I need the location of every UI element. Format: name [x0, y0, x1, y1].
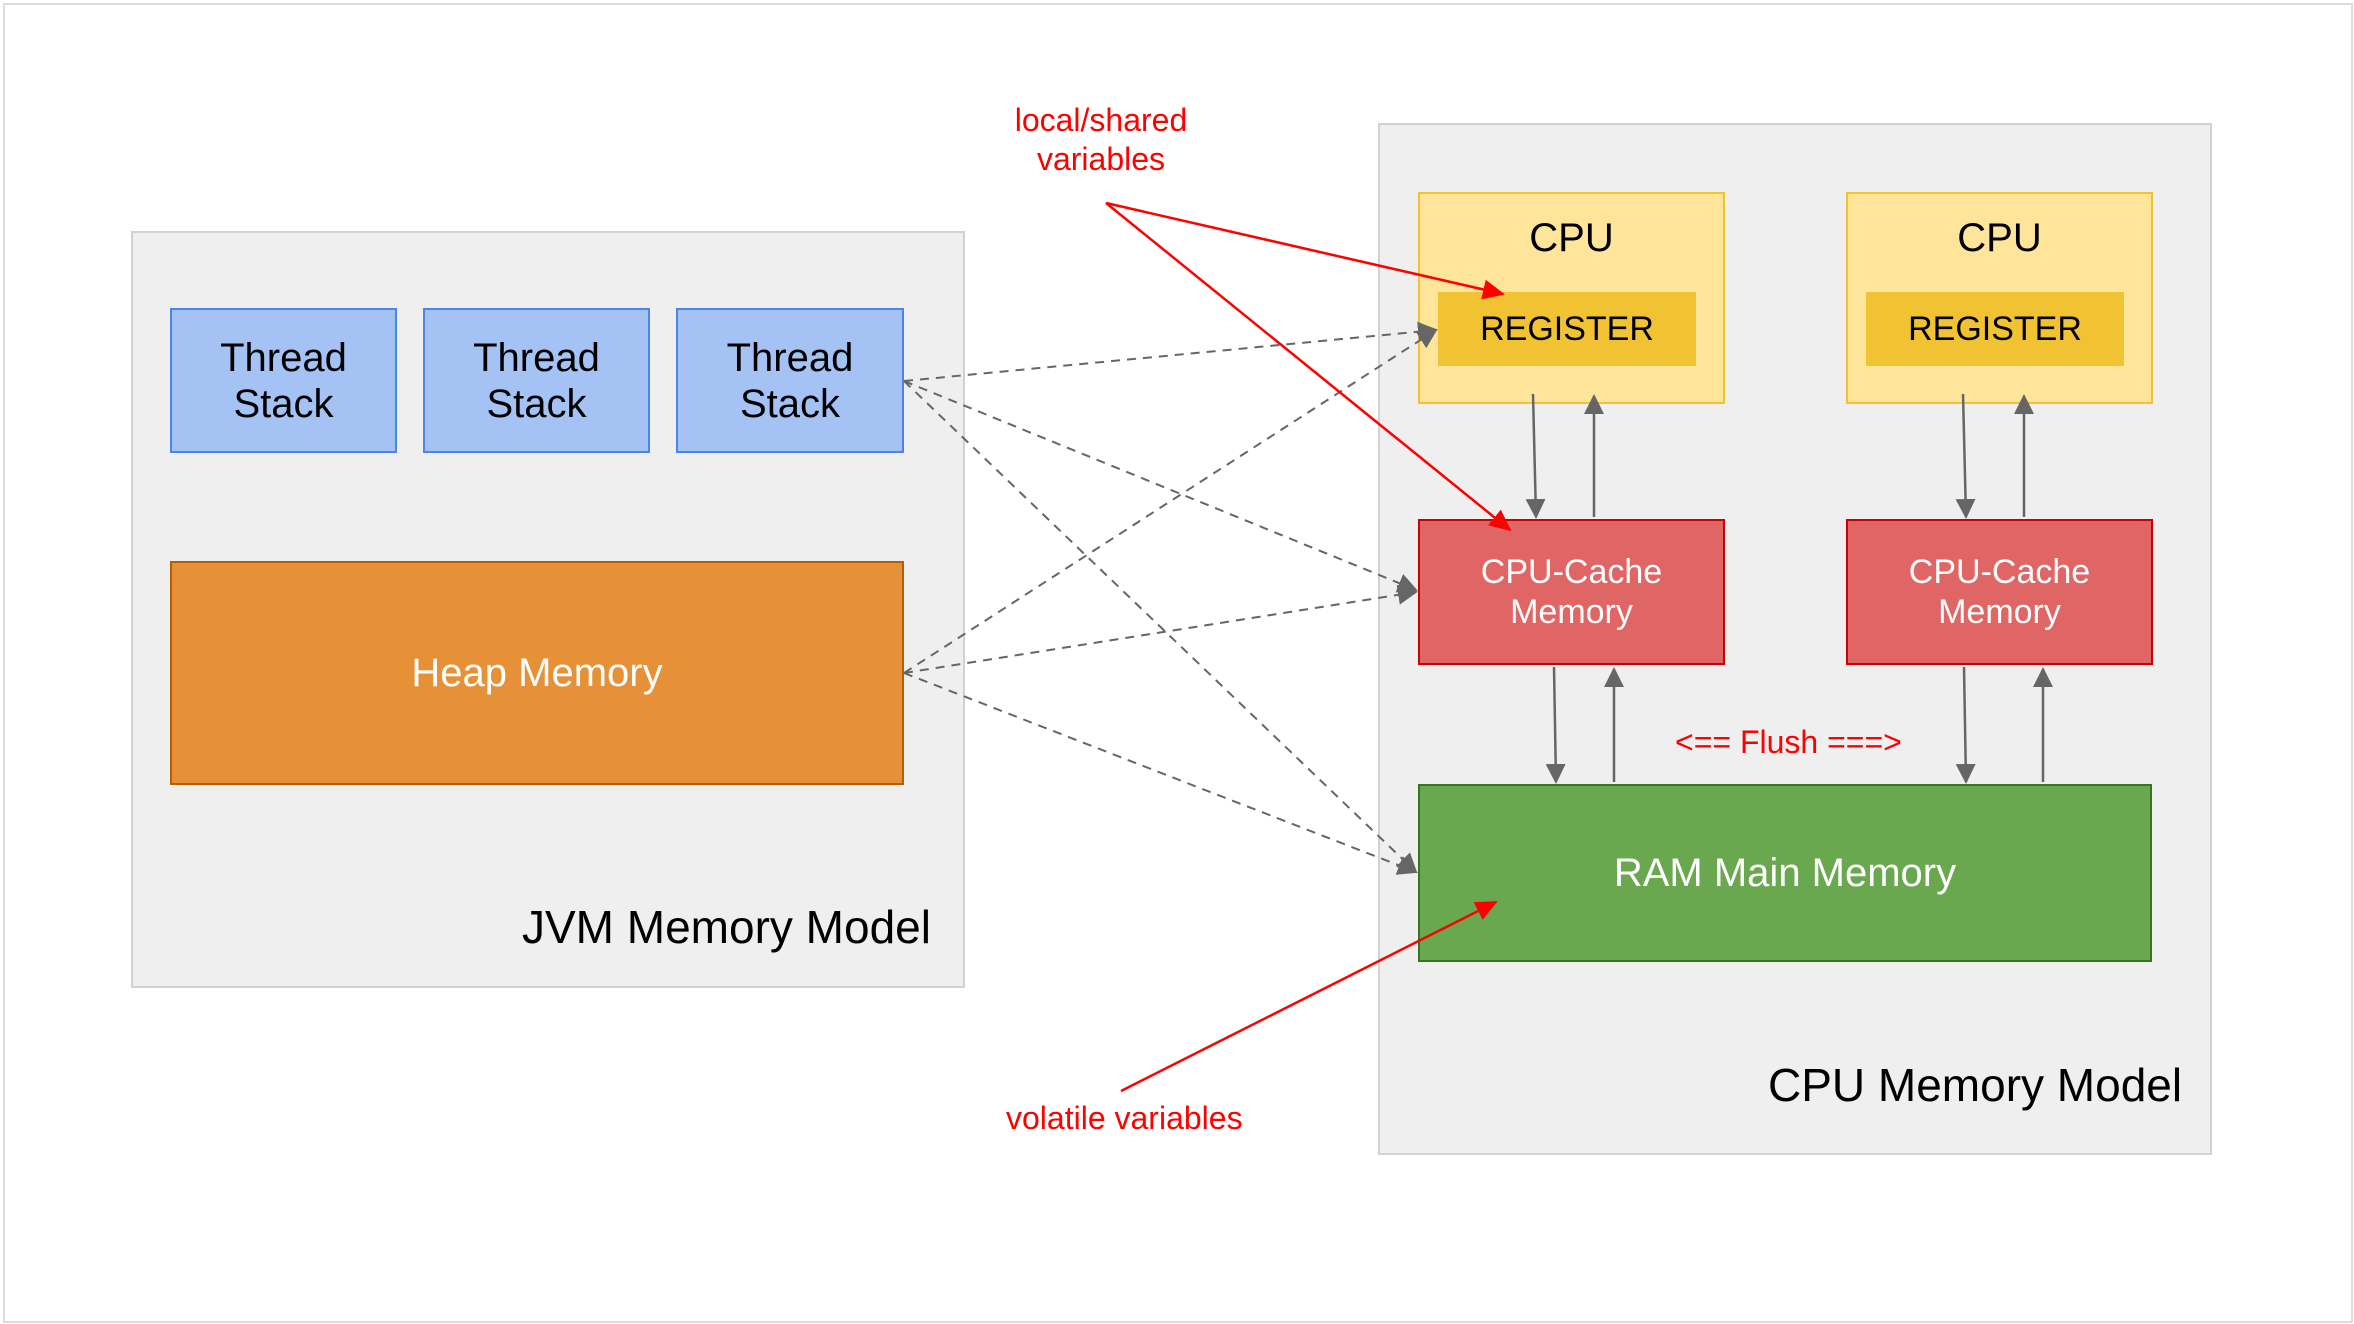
cpu-memory-model-title: CPU Memory Model	[1768, 1059, 2183, 1111]
flush-annotation: <== Flush ===>	[1675, 724, 1902, 760]
dashed-stack-to-register	[903, 321, 1438, 382]
cpu-1-label: CPU	[1529, 216, 1614, 260]
annotation-arrow-to-cache	[1105, 202, 1512, 532]
annotation-arrow-to-ram	[1120, 900, 1498, 1093]
annotation-arrow-to-register	[1105, 201, 1505, 300]
cache2-to-ram-arrow	[1955, 666, 1976, 784]
local-shared-line1: local/shared	[1014, 102, 1188, 138]
cpu-cache-1-line2: Memory	[1510, 593, 1633, 631]
thread-stack-3-line2: Stack	[739, 381, 841, 426]
heap-memory[interactable]: Heap Memory	[170, 561, 904, 785]
cpu-cache-memory-2[interactable]: CPU-Cache Memory	[1846, 519, 2153, 665]
cache1-to-ram-arrow	[1545, 666, 1566, 784]
heap-memory-label: Heap Memory	[411, 650, 663, 695]
cpu-cache-memory-1[interactable]: CPU-Cache Memory	[1418, 519, 1725, 665]
cpu-2-label: CPU	[1957, 216, 2042, 260]
cpu-cache-2-line1: CPU-Cache	[1908, 553, 2091, 591]
thread-stack-2[interactable]: Thread Stack	[423, 308, 650, 453]
thread-stack-3[interactable]: Thread Stack	[676, 308, 904, 453]
volatile-variables-annotation: volatile variables	[1006, 1100, 1243, 1136]
thread-stack-2-line1: Thread	[473, 335, 600, 380]
dashed-heap-to-cache	[903, 584, 1418, 674]
register-2[interactable]: REGISTER	[1866, 292, 2124, 366]
thread-stack-2-line2: Stack	[486, 381, 587, 426]
cpu-cache-2-line2: Memory	[1938, 593, 2061, 631]
register-2-label: REGISTER	[1908, 309, 2082, 348]
ram-main-memory[interactable]: RAM Main Memory	[1418, 784, 2152, 962]
ram-main-memory-label: RAM Main Memory	[1613, 850, 1957, 895]
jvm-memory-model-title: JVM Memory Model	[522, 901, 931, 953]
local-shared-line2: variables	[1036, 141, 1166, 177]
local-shared-variables-annotation: local/shared variables	[1001, 101, 1201, 179]
dashed-stack-to-ram	[903, 380, 1418, 874]
cpu-cache-1-line1: CPU-Cache	[1480, 553, 1663, 591]
dashed-stack-to-cache	[903, 380, 1418, 593]
thread-stack-1-line2: Stack	[233, 381, 334, 426]
thread-stack-1-line1: Thread	[220, 335, 347, 380]
cpu2-to-cache2-arrow	[1955, 393, 1976, 519]
dashed-heap-to-register	[903, 328, 1438, 674]
dashed-heap-to-ram	[903, 672, 1418, 875]
register-1-label: REGISTER	[1480, 309, 1654, 348]
thread-stack-1[interactable]: Thread Stack	[170, 308, 397, 453]
thread-stack-3-line1: Thread	[726, 335, 854, 380]
cpu1-to-cache1-arrow	[1525, 393, 1546, 519]
register-1[interactable]: REGISTER	[1438, 292, 1696, 366]
